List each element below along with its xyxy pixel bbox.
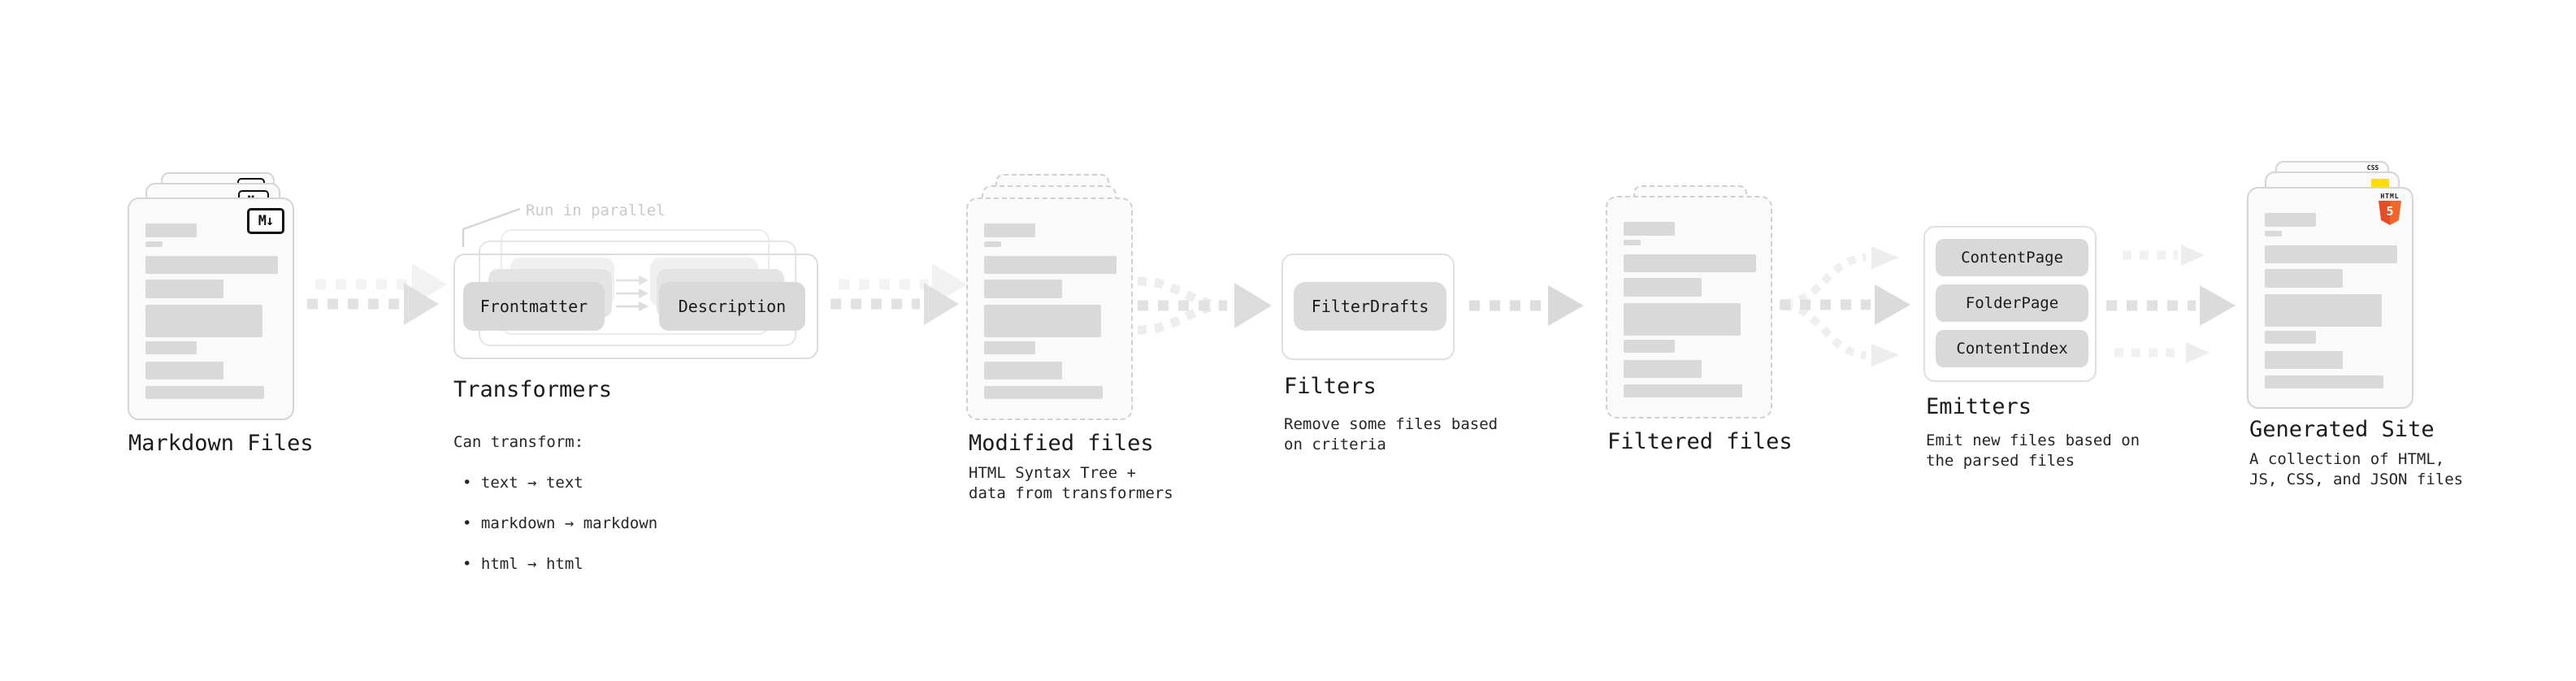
transformers-note: Can transform: • text → text • markdown … [453,412,657,595]
markdown-file-card: M↓ [128,197,294,420]
arrow-filtered-to-emitters-icon [1780,246,1910,367]
html5-icon: HTML 5 [2379,193,2401,225]
generated-site-label: Generated Site [2249,417,2435,442]
modified-files-note: HTML Syntax Tree + data from transformer… [969,464,1173,502]
transformer-layer-front: Frontmatter Description [453,254,818,359]
arrow-modified-to-filters-icon [1137,276,1272,335]
doc-content-placeholder [984,223,1118,399]
doc-content-placeholder [2265,213,2399,388]
transform-bullet: • text → text [462,474,583,492]
arrow-filters-to-filtered-icon [1469,285,1584,326]
css-file-icon: CSS [2366,164,2379,171]
doc-content-placeholder [1624,222,1758,397]
markdown-icon: M↓ [247,208,284,234]
transformer-pill-description: Description [659,282,805,331]
generated-file-card: HTML 5 [2247,187,2413,409]
arrow-transformers-to-modified-icon [830,263,967,325]
arrow-emitters-to-generated-icon [2106,245,2236,363]
emitters-note: Emit new files based on the parsed files [1926,432,2140,470]
run-in-parallel-callout-line [462,207,521,247]
arrow-frontmatter-to-description-icon [616,275,648,311]
transform-bullet: • markdown → markdown [462,514,658,532]
filtered-file-card [1606,196,1772,419]
filters-label: Filters [1284,374,1377,399]
emitters-label: Emitters [1926,394,2032,419]
filtered-files-label: Filtered files [1607,429,1793,454]
generated-site-note: A collection of HTML, JS, CSS, and JSON … [2249,450,2464,488]
filter-pill-filterdrafts: FilterDrafts [1294,282,1446,331]
run-in-parallel-annotation: Run in parallel [526,202,666,219]
doc-content-placeholder [145,223,280,399]
transformer-pill-frontmatter: Frontmatter [463,282,605,331]
markdown-files-label: Markdown Files [128,431,314,456]
filters-note: Remove some files based on criteria [1284,415,1498,453]
filters-panel: FilterDrafts [1281,254,1455,360]
modified-files-label: Modified files [969,431,1154,456]
js-file-icon [2371,179,2389,189]
arrow-markdown-to-transformers-icon [307,263,447,325]
emitters-panel: ContentPage FolderPage ContentIndex [1923,226,2097,382]
emitter-pill-folderpage: FolderPage [1936,284,2088,322]
transform-bullet: • html → html [462,555,583,573]
can-transform-title: Can transform: [453,433,584,451]
emitter-pill-contentindex: ContentIndex [1936,330,2088,367]
emitter-pill-contentpage: ContentPage [1936,239,2088,276]
modified-file-card [966,197,1133,420]
transformers-label: Transformers [453,377,613,402]
